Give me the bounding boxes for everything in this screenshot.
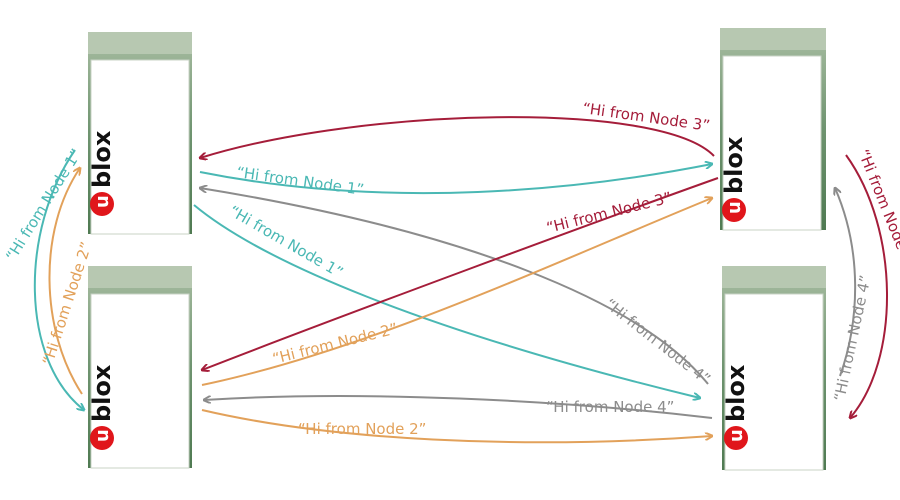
arrow-n1-to-n2 (33, 149, 84, 410)
label-n1-to-n3: “Hi from Node 1” (235, 163, 365, 199)
arrow-n4-to-n1 (200, 188, 709, 385)
ublox-logo: u blox (88, 364, 116, 450)
label-n3-to-n2: “Hi from Node 3” (545, 188, 674, 237)
module-node1: u blox (88, 32, 192, 235)
logo-text: blox (722, 364, 750, 422)
arrow-n2-to-n4 (201, 409, 712, 444)
label-n4-to-n3: “Hi from Node 4” (830, 273, 874, 402)
label-n4-to-n1: “Hi from Node 4” (602, 295, 714, 388)
label-n4-to-n2: “Hi from Node 4” (546, 398, 674, 416)
label-n3-to-n4: “Hi from Node 3” (854, 147, 900, 273)
arrow-n3-to-n2 (202, 177, 719, 370)
module-node4: u blox (722, 266, 826, 471)
arrow-n4-to-n3 (835, 188, 857, 377)
arrow-n2-to-n3 (201, 198, 712, 386)
arrow-n1-to-n4 (193, 204, 700, 398)
label-n3-to-n1: “Hi from Node 3” (581, 99, 711, 135)
label-n2-to-n3: “Hi from Node 2” (271, 319, 400, 368)
label-n2-to-n1: “Hi from Node 2” (39, 240, 96, 368)
ublox-logo: u blox (88, 130, 116, 216)
arrow-n2-to-n1 (48, 168, 83, 395)
logo-mark: u (724, 201, 745, 214)
logo-mark: u (726, 429, 747, 442)
arrow-n3-to-n4 (845, 154, 888, 418)
module-node3: u blox (720, 28, 826, 231)
logo-mark: u (92, 195, 113, 208)
label-n2-to-n4: “Hi from Node 2” (298, 420, 426, 438)
logo-text: blox (88, 364, 116, 422)
arrow-n4-to-n2 (204, 395, 713, 419)
logo-text: blox (88, 130, 116, 188)
label-n1-to-n2: “Hi from Node 1” (2, 146, 85, 264)
module-node2: u blox (88, 266, 192, 469)
ublox-logo: u blox (720, 136, 748, 222)
logo-mark: u (92, 429, 113, 442)
label-n1-to-n4: “Hi from Node 1” (226, 202, 346, 282)
arrow-n1-to-n3 (199, 164, 712, 195)
logo-text: blox (720, 136, 748, 194)
ublox-logo: u blox (722, 364, 750, 450)
arrow-n3-to-n1 (200, 116, 715, 158)
